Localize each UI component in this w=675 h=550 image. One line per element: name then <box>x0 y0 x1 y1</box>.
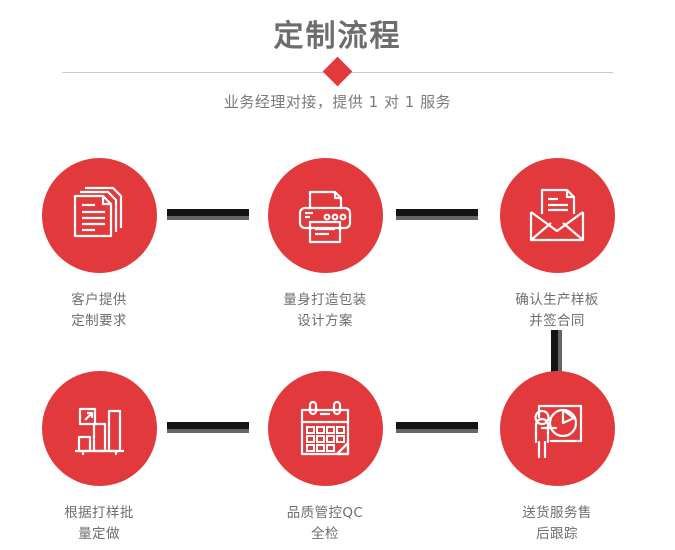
step-label-line-2: 全检 <box>311 526 339 542</box>
connector-bar <box>167 422 249 429</box>
step-item-5[interactable]: 品质管控QC 全检 <box>215 371 435 545</box>
page-subtitle: 业务经理对接，提供 1 对 1 服务 <box>223 93 452 111</box>
step-4-circle[interactable] <box>41 371 157 486</box>
connector-shadow <box>396 216 478 220</box>
connector-horizontal-4 <box>396 422 478 433</box>
step-label-line-1: 送货服务售 <box>522 505 592 521</box>
connector-bar <box>551 330 558 375</box>
step-item-3[interactable]: 确认生产样板 并签合同 <box>447 158 667 332</box>
process-steps-area: 客户提供 定制要求 <box>0 125 675 550</box>
step-5-label: 品质管控QC 全检 <box>215 503 435 545</box>
envelope-letter-icon <box>529 188 585 241</box>
step-label-line-2: 后跟踪 <box>536 526 578 542</box>
connector-vertical-right <box>551 330 562 375</box>
connector-shadow <box>167 429 249 433</box>
diamond-marker-icon <box>322 56 353 87</box>
step-label-line-1: 品质管控QC <box>286 505 364 521</box>
step-3-label: 确认生产样板 并签合同 <box>447 290 667 332</box>
step-6-circle[interactable] <box>499 371 615 486</box>
connector-shadow <box>558 330 562 375</box>
step-label-line-1: 客户提供 <box>71 292 127 308</box>
step-2-circle[interactable] <box>267 158 383 273</box>
step-label-line-2: 定制要求 <box>71 313 127 329</box>
printer-icon <box>298 190 352 243</box>
step-item-4[interactable]: 根据打样批 量定做 <box>0 371 209 545</box>
step-item-2[interactable]: 量身打造包装 设计方案 <box>215 158 435 332</box>
step-label-line-2: 设计方案 <box>297 313 353 329</box>
header-block: 定制流程 业务经理对接，提供 1 对 1 服务 <box>0 0 675 125</box>
step-label-line-2: 量定做 <box>78 526 120 542</box>
connector-horizontal-1 <box>167 209 249 220</box>
step-3-circle[interactable] <box>499 158 615 273</box>
step-label-line-2: 并签合同 <box>529 313 585 329</box>
step-2-label: 量身打造包装 设计方案 <box>215 290 435 332</box>
page-title: 定制流程 <box>273 19 402 54</box>
documents-stack-icon <box>73 186 123 237</box>
connector-horizontal-3 <box>167 422 249 433</box>
connector-shadow <box>167 216 249 220</box>
bar-chart-growth-icon <box>75 407 124 455</box>
step-4-label: 根据打样批 量定做 <box>0 503 209 545</box>
step-label-line-1: 根据打样批 <box>64 505 134 521</box>
step-label-line-1: 量身打造包装 <box>283 292 367 308</box>
step-item-6[interactable]: 送货服务售 后跟踪 <box>447 371 667 545</box>
calendar-icon <box>300 400 350 455</box>
connector-bar <box>167 209 249 216</box>
step-6-label: 送货服务售 后跟踪 <box>447 503 667 545</box>
step-label-line-1: 确认生产样板 <box>515 292 599 308</box>
connector-bar <box>396 422 478 429</box>
step-1-label: 客户提供 定制要求 <box>0 290 209 332</box>
step-5-circle[interactable] <box>267 371 383 486</box>
step-item-1[interactable]: 客户提供 定制要求 <box>0 158 209 332</box>
connector-shadow <box>396 429 478 433</box>
connector-bar <box>396 209 478 216</box>
presenter-piechart-icon <box>534 404 583 458</box>
step-1-circle[interactable] <box>41 158 157 273</box>
connector-horizontal-2 <box>396 209 478 220</box>
